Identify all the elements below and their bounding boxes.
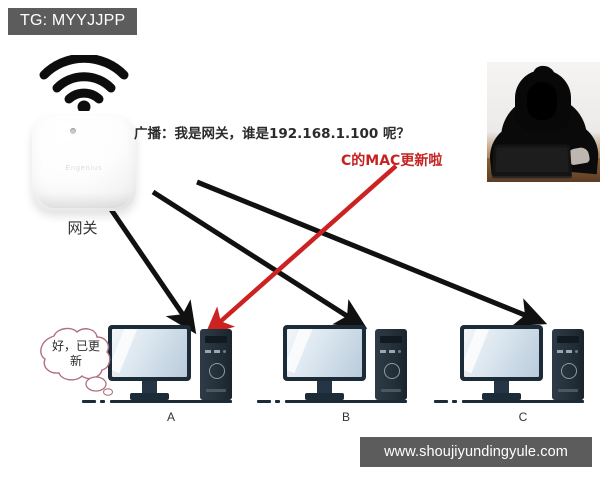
access-point-device <box>32 115 136 211</box>
monitor-frame <box>460 325 543 381</box>
floor-dash-a2 <box>100 400 105 403</box>
tower-power-button <box>384 363 400 379</box>
tower-power-button <box>561 363 577 379</box>
computer-label: B <box>341 410 350 424</box>
monitor-base <box>305 393 344 400</box>
computer-label: A <box>166 410 175 424</box>
floor-dash-b1 <box>257 400 271 403</box>
monitor-screen <box>464 329 539 377</box>
tower-leds <box>557 349 579 353</box>
pc-tower <box>375 329 407 400</box>
monitor-screen <box>112 329 187 377</box>
monitor-neck <box>317 381 332 393</box>
gateway-label: 网关 <box>67 219 98 237</box>
floor-line <box>110 400 232 403</box>
hacker-laptop-screen <box>495 147 569 173</box>
monitor-base <box>482 393 521 400</box>
floor-dash-c1 <box>434 400 448 403</box>
hacker-laptop <box>492 144 572 177</box>
arrow-attacker-spoof-to-a <box>204 164 398 336</box>
access-point-brand: Engenius <box>65 165 103 172</box>
pc-tower <box>552 329 584 400</box>
tg-badge: TG: MYYJJPP <box>8 8 138 35</box>
tower-drive-bay <box>557 336 579 343</box>
monitor-neck <box>494 381 509 393</box>
floor-dash-c2 <box>452 400 457 403</box>
computer-b: B <box>257 325 409 424</box>
tower-foot <box>558 389 578 392</box>
arrow-gateway-to-c <box>196 179 548 327</box>
tower-foot <box>206 389 226 392</box>
hacker-photo <box>487 62 600 182</box>
monitor-frame <box>283 325 366 381</box>
broadcast-message: 广播：我是网关，谁是192.168.1.100 呢？ <box>134 126 411 142</box>
floor-dash-b2 <box>275 400 280 403</box>
wifi-icon <box>39 55 129 111</box>
pc-tower <box>200 329 232 400</box>
tower-power-button <box>209 363 225 379</box>
floor-line <box>462 400 584 403</box>
computer-label: C <box>518 410 528 424</box>
thought-text: 好，已更新 <box>51 339 100 368</box>
tower-drive-bay <box>380 336 402 343</box>
computer-c: C <box>434 325 586 424</box>
thought-bubble-shape <box>40 327 114 396</box>
thought-bubble: 好，已更新 <box>32 326 118 398</box>
tower-foot <box>381 389 401 392</box>
monitor-screen <box>287 329 362 377</box>
computer-a: A <box>82 325 234 424</box>
monitor-base <box>130 393 169 400</box>
tower-drive-bay <box>205 336 227 343</box>
gateway-group: Engenius 网关 <box>20 55 145 240</box>
screen-glare <box>464 329 492 374</box>
floor-line <box>285 400 407 403</box>
monitor-frame <box>108 325 191 381</box>
tower-leds <box>380 349 402 353</box>
monitor-neck <box>142 381 157 393</box>
hacker-face-shadow <box>527 82 557 120</box>
arrow-gateway-to-b <box>151 189 368 329</box>
spoof-annotation: C的MAC更新啦 <box>341 153 443 169</box>
watermark: www.shoujiyundingyule.com <box>360 437 592 467</box>
tower-leds <box>205 349 227 353</box>
access-point-led <box>70 128 76 134</box>
screen-glare <box>287 329 315 374</box>
floor-dash-a1 <box>82 400 96 403</box>
